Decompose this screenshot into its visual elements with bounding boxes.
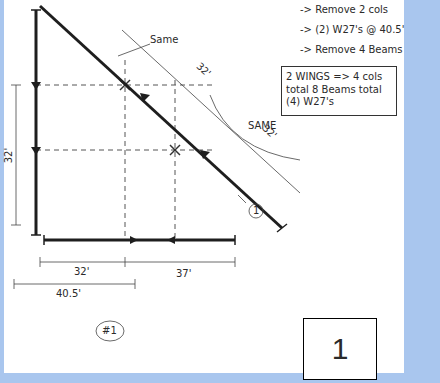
beams <box>36 6 282 240</box>
removed-column-marks <box>120 80 180 155</box>
note-text: -> Remove 2 cols <box>300 4 388 15</box>
dimension: 32' <box>3 148 14 163</box>
grid-lines <box>36 60 215 238</box>
figure-number-box: 1 <box>303 318 377 380</box>
callout-number: 1 <box>253 205 259 216</box>
note-text: -> (2) W27's @ 40.5' <box>300 24 404 35</box>
dimension: 32' <box>74 266 89 277</box>
connection-triangles <box>31 82 210 244</box>
dimension: 37' <box>176 268 191 279</box>
dimension-lines <box>11 30 300 289</box>
callout-circle <box>96 321 124 341</box>
callout-circle <box>249 204 263 218</box>
note-text: Same <box>150 34 178 45</box>
note-text: 2 WINGS => 4 cols total 8 Beams total (4… <box>286 71 392 109</box>
dimension: 40.5' <box>56 288 81 299</box>
callout-number: #1 <box>102 325 117 336</box>
figure-number: 1 <box>304 330 376 368</box>
note-text: -> Remove 4 Beams <box>300 44 403 55</box>
column-ends <box>31 10 287 245</box>
note-box: 2 WINGS => 4 cols total 8 Beams total (4… <box>281 66 397 116</box>
